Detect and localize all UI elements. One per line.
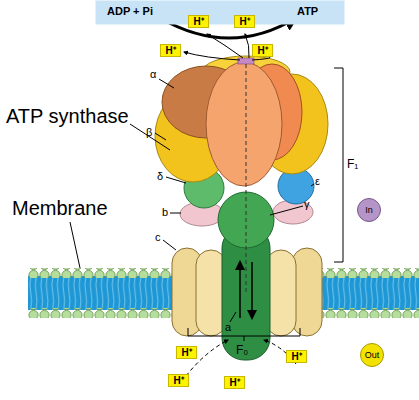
subunit-label: c [155, 232, 161, 243]
subunit-label: δ [157, 171, 163, 182]
proton-box: H⁺ [160, 44, 181, 57]
subunit-label: ε [315, 176, 320, 187]
proton-box: H⁺ [234, 15, 255, 28]
node-text: H⁺ [188, 15, 209, 28]
part-name: Membrane [12, 198, 108, 218]
compartment-circle: Out [360, 343, 384, 367]
part-name: ATP synthase [6, 106, 129, 126]
node-text: H⁺ [286, 350, 307, 363]
node-text: ATP [297, 6, 318, 17]
compartment-circle: In [357, 198, 381, 222]
node-text: H⁺ [234, 15, 255, 28]
subunit-label: β [146, 127, 152, 138]
sector-label: F₁ [347, 158, 358, 170]
subunit-label: a [225, 322, 231, 333]
subunit-label: α [150, 69, 156, 80]
node-text: In [357, 198, 381, 222]
proton-box: H⁺ [252, 44, 273, 57]
proton-box: H⁺ [188, 15, 209, 28]
f0-bracket [188, 328, 300, 341]
proton-box: H⁺ [286, 350, 307, 363]
rotation-axis [246, 64, 247, 292]
node-text: H⁺ [224, 376, 245, 389]
reaction-band: ADP + Pi ATP H⁺ H⁺ [95, 0, 345, 25]
proton-inflow-arrows [186, 340, 296, 376]
node-text: H⁺ [252, 44, 273, 57]
proton-box: H⁺ [176, 346, 197, 359]
node-text: H⁺ [160, 44, 181, 57]
node-text: Out [360, 343, 384, 367]
subunit-label: γ [304, 199, 310, 210]
proton-box: H⁺ [224, 376, 245, 389]
f1-head [155, 56, 328, 186]
sector-label: F₀ [236, 344, 248, 356]
proton-box: H⁺ [168, 374, 189, 387]
subunit-label: b [162, 207, 168, 218]
f1-bracket [334, 68, 343, 262]
node-text: ADP + Pi [107, 6, 153, 17]
node-text: H⁺ [176, 346, 197, 359]
node-text: H⁺ [168, 374, 189, 387]
